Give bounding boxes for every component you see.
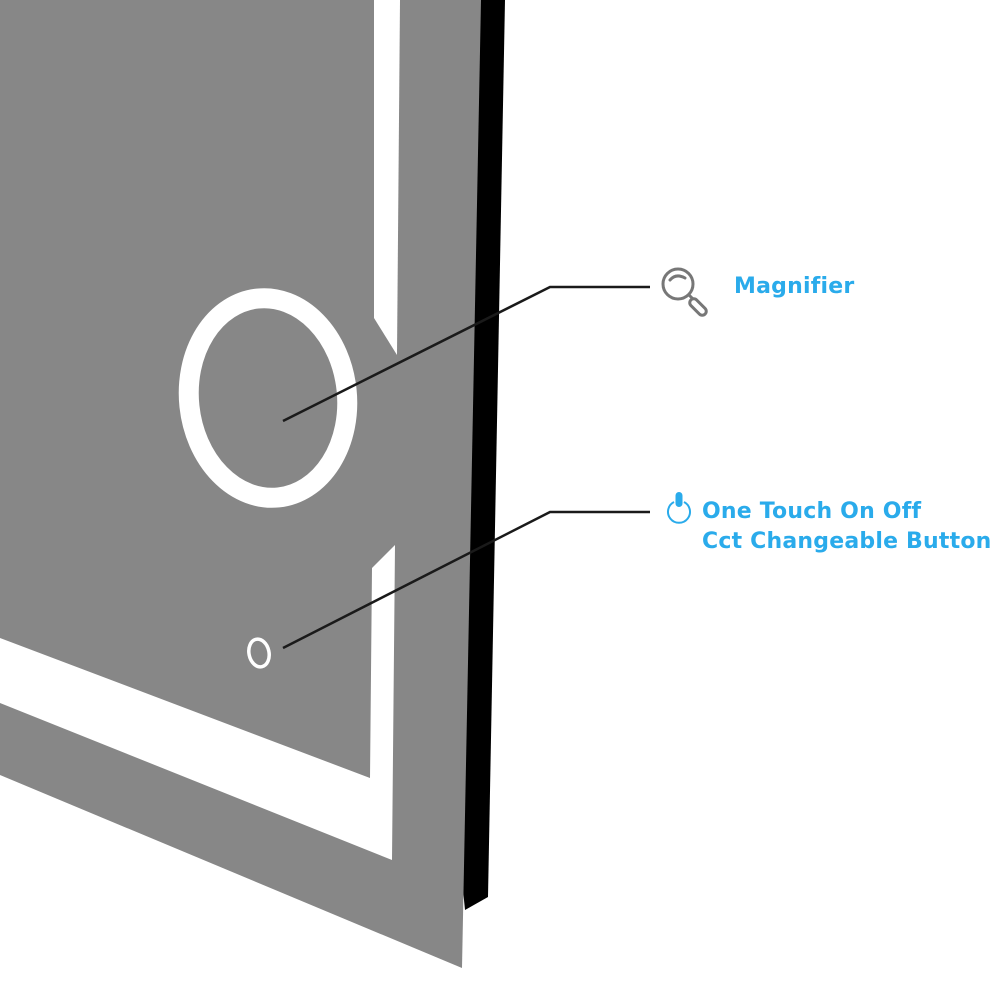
touch-button-leader-line (282, 510, 650, 650)
touch-button-label-line2: Cct Changeable Button (702, 529, 992, 554)
touch-button-label-line1: One Touch On Off (702, 499, 922, 524)
touch-power-icon (667, 492, 691, 524)
led-strip-lower-corner (0, 545, 395, 860)
led-strip-vertical-upper (374, 0, 400, 355)
magnifier-leader-line (282, 285, 650, 423)
magnifier-label: Magnifier (734, 274, 855, 299)
magnifier-icon (661, 267, 708, 317)
touch-button-ring[interactable] (246, 637, 271, 669)
mirror-frame-edge (462, 0, 505, 910)
